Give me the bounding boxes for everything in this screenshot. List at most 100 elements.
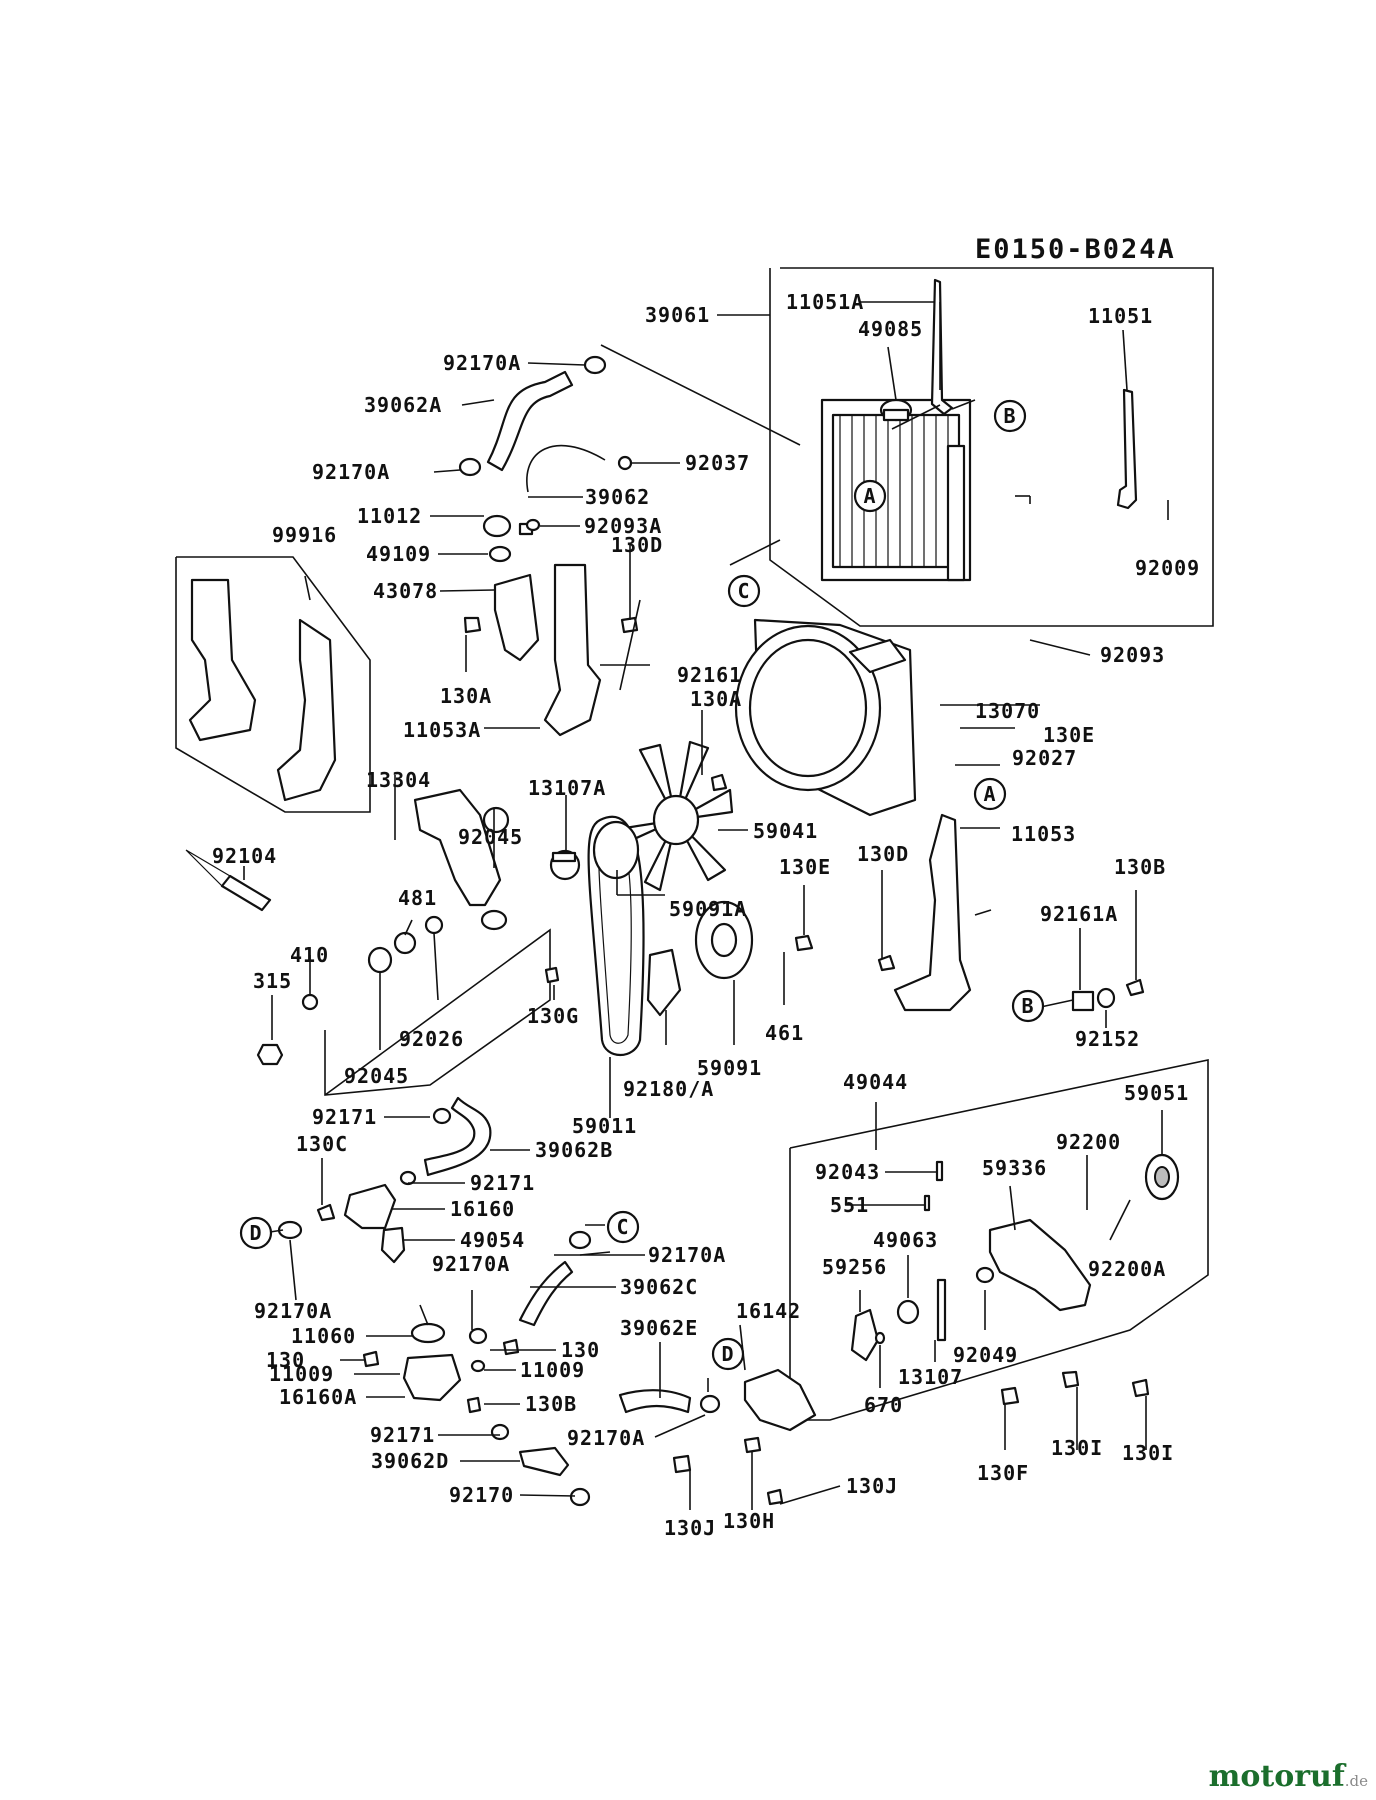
label-130e-1: 130E <box>1043 723 1095 747</box>
label-315: 315 <box>253 969 292 993</box>
bearing-92045-a <box>482 806 510 834</box>
label-11012: 11012 <box>357 504 422 528</box>
washer-92026 <box>424 915 444 935</box>
bracket-11053 <box>893 813 972 1012</box>
label-130f: 130F <box>977 1461 1029 1485</box>
label-130j-2: 130J <box>664 1516 716 1540</box>
label-13304: 13304 <box>366 768 431 792</box>
label-92170a-1: 92170A <box>443 351 521 375</box>
label-130d-2: 130D <box>857 842 909 866</box>
label-11051: 11051 <box>1088 304 1153 328</box>
label-49085: 49085 <box>858 317 923 341</box>
svg-text:B: B <box>1003 404 1016 428</box>
label-130g: 130G <box>527 1004 579 1028</box>
reservoir-tank <box>482 514 540 662</box>
hose-39062c <box>518 1260 574 1327</box>
bracket-11051 <box>1116 388 1138 510</box>
frame-99916 <box>188 578 337 802</box>
label-16160a: 16160A <box>279 1385 357 1409</box>
washer-92049 <box>975 1266 995 1284</box>
svg-text:D: D <box>721 1342 734 1366</box>
circlip-481 <box>393 931 417 955</box>
label-11053: 11053 <box>1011 822 1076 846</box>
label-49063: 49063 <box>873 1228 938 1252</box>
label-130c: 130C <box>296 1132 348 1156</box>
leader-lines <box>243 301 1169 1510</box>
label-13107: 13107 <box>898 1365 963 1389</box>
label-92026: 92026 <box>399 1027 464 1051</box>
callout-c-lower: C <box>606 1210 640 1244</box>
callout-a-lower: A <box>973 777 1007 811</box>
label-39062c: 39062C <box>620 1275 698 1299</box>
label-92009: 92009 <box>1135 556 1200 580</box>
label-92200a: 92200A <box>1088 1257 1166 1281</box>
label-49044: 49044 <box>843 1070 908 1094</box>
label-11053a: 11053A <box>403 718 481 742</box>
label-130j-1: 130J <box>846 1474 898 1498</box>
radiator-cap <box>879 398 913 422</box>
damper-92161a <box>1071 990 1095 1012</box>
label-49054: 49054 <box>460 1228 525 1252</box>
thermostat-housing-16160 <box>343 1183 397 1230</box>
bolts <box>316 616 1150 1506</box>
spacer-92180 <box>646 948 682 1017</box>
label-130i-1: 130I <box>1051 1436 1103 1460</box>
label-13107a: 13107A <box>528 776 606 800</box>
hose-39062e <box>618 1388 692 1414</box>
hose-39062 <box>526 444 606 493</box>
watermark: motoruf.de <box>1209 1759 1368 1794</box>
callout-d-lower: D <box>711 1337 745 1371</box>
collar-92152 <box>1096 987 1116 1009</box>
label-59091a: 59091A <box>669 897 747 921</box>
label-92027: 92027 <box>1012 746 1077 770</box>
callouts: A B C A B D C D <box>239 399 1045 1371</box>
label-92170a-5: 92170A <box>254 1299 332 1323</box>
hose-39062a <box>486 370 574 472</box>
label-92093: 92093 <box>1100 643 1165 667</box>
label-16160: 16160 <box>450 1197 515 1221</box>
label-13070: 13070 <box>975 699 1040 723</box>
watermark-tld: .de <box>1344 1772 1368 1790</box>
label-99916: 99916 <box>272 523 337 547</box>
water-pump-16142 <box>743 1368 817 1432</box>
part-labels: E0150-B024A 39061 11051A 49085 11051 921… <box>212 234 1200 1540</box>
label-92161a: 92161A <box>1040 902 1118 926</box>
pulley-59091 <box>694 900 754 980</box>
label-461: 461 <box>765 1021 804 1045</box>
shaft-13107 <box>936 1278 947 1342</box>
label-92152: 92152 <box>1075 1027 1140 1051</box>
label-92161: 92161 <box>677 663 742 687</box>
pulley-59091a <box>592 820 640 880</box>
label-16142: 16142 <box>736 1299 801 1323</box>
label-92093a: 92093A <box>584 514 662 538</box>
label-92170a-2: 92170A <box>312 460 390 484</box>
label-92170a-3: 92170A <box>648 1243 726 1267</box>
ring-670 <box>874 1331 886 1345</box>
label-59256: 59256 <box>822 1255 887 1279</box>
label-92045-2: 92045 <box>344 1064 409 1088</box>
thermostat-49054 <box>380 1226 406 1264</box>
svg-text:A: A <box>863 484 876 508</box>
callout-b-lower: B <box>1011 989 1045 1023</box>
cooling-fan <box>608 740 734 892</box>
label-130d-1: 130D <box>611 533 663 557</box>
label-11051a: 11051A <box>786 290 864 314</box>
label-59051: 59051 <box>1124 1081 1189 1105</box>
label-39062b: 39062B <box>535 1138 613 1162</box>
hose-39062b <box>423 1096 492 1177</box>
watermark-brand: motoruf <box>1208 1759 1345 1794</box>
label-11009-2: 11009 <box>520 1358 585 1382</box>
gasket-11060 <box>410 1322 446 1344</box>
label-92043: 92043 <box>815 1160 880 1184</box>
label-92200: 92200 <box>1056 1130 1121 1154</box>
hose-39062d <box>518 1446 570 1477</box>
callout-c-upper: C <box>727 574 761 608</box>
gear-59051 <box>1144 1153 1180 1201</box>
housing-16160a <box>402 1353 462 1402</box>
bearing-92045-b <box>367 946 393 974</box>
label-92170a-4: 92170A <box>432 1252 510 1276</box>
label-130-1: 130 <box>561 1338 600 1362</box>
label-43078: 43078 <box>373 579 438 603</box>
